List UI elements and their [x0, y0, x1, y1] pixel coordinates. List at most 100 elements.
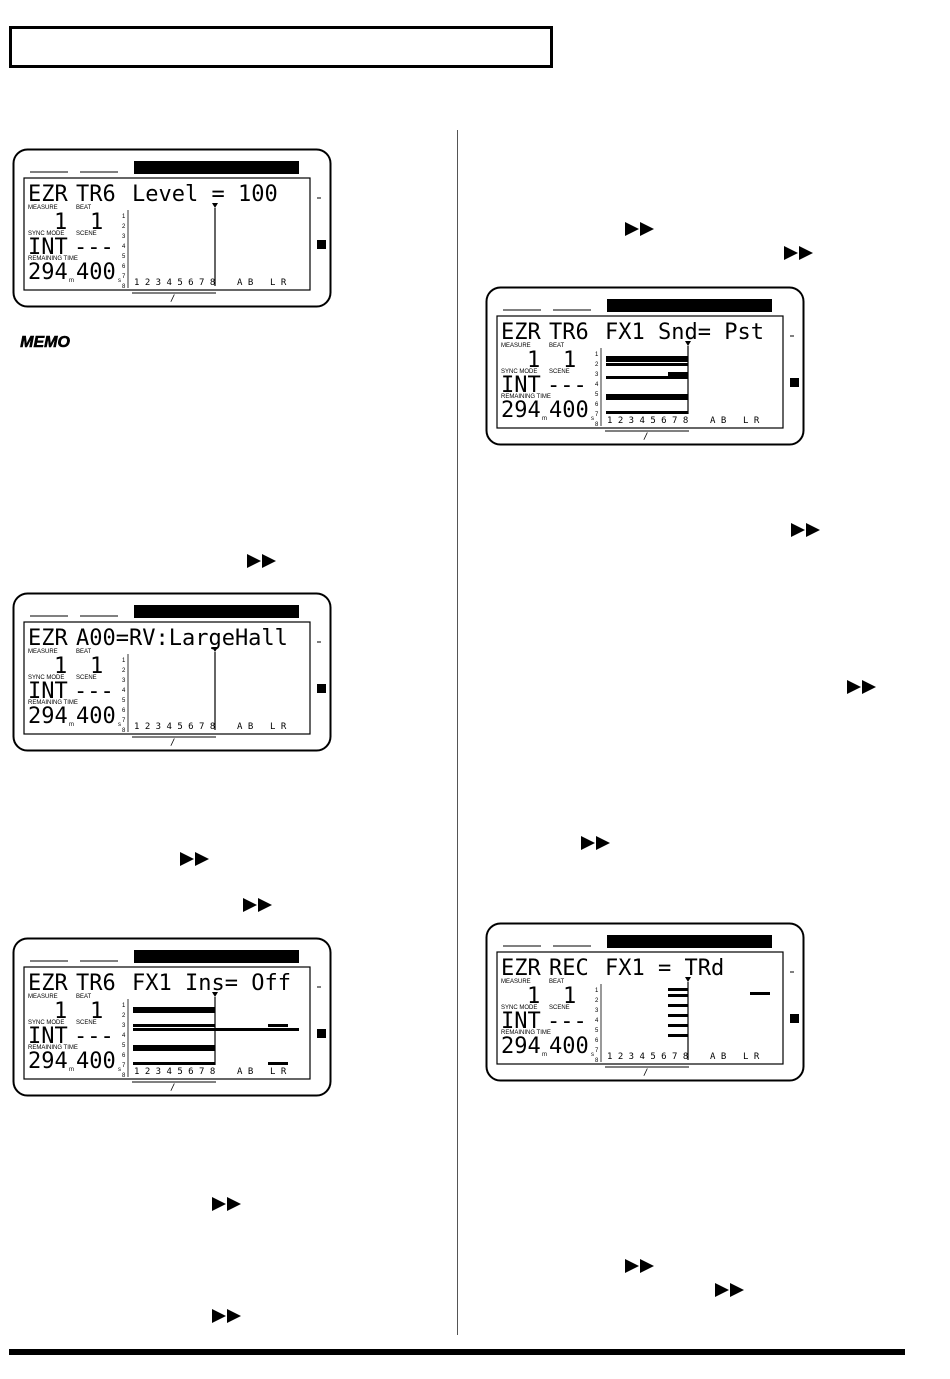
- lr-label: L R: [270, 722, 287, 732]
- row-number: 1: [595, 352, 599, 358]
- lcd-time-m: 400: [76, 260, 116, 285]
- row-number: 3: [122, 678, 126, 684]
- beat-label: BEAT: [76, 205, 92, 211]
- beat-label: BEAT: [76, 994, 92, 1000]
- lcd-sync: INT: [501, 1009, 541, 1034]
- beat-label: BEAT: [549, 343, 565, 349]
- lcd-name: EZR: [501, 956, 541, 981]
- forward-icon: [784, 246, 818, 260]
- row-number: 6: [595, 402, 599, 408]
- row-number: 1: [122, 214, 126, 220]
- measure-label: MEASURE: [501, 979, 531, 985]
- forward-icon: [180, 852, 214, 866]
- lcd-screen-send: EZR TR6 FX1 Snd= Pst MEASURE BEAT 1 1 SY…: [485, 286, 805, 446]
- row-number: 3: [595, 1008, 599, 1014]
- measure-label: MEASURE: [28, 649, 58, 655]
- measure-label: MEASURE: [28, 994, 58, 1000]
- lcd-param: FX1 Snd= Pst: [605, 320, 764, 345]
- remaining-time-label: REMAINING TIME: [28, 256, 78, 262]
- row-number: 3: [122, 234, 126, 240]
- ab-label: A B: [710, 1052, 726, 1062]
- scene-label: SCENE: [76, 1020, 97, 1026]
- slash-label: /: [643, 1068, 648, 1078]
- sync-mode-label: SYNC MODE: [28, 675, 64, 681]
- lcd-measure: 1: [527, 984, 540, 1009]
- memo-label: MEMO: [20, 334, 70, 351]
- lcd-name: EZR: [28, 182, 68, 207]
- lcd-param: FX1 = TRd: [605, 956, 724, 981]
- slash-label: /: [643, 432, 648, 442]
- lr-label: L R: [270, 278, 287, 288]
- row-number: 5: [595, 1028, 599, 1034]
- row-number: 5: [122, 698, 126, 704]
- sync-mode-label: SYNC MODE: [501, 1005, 537, 1011]
- lcd-track: TR6: [76, 971, 116, 996]
- lcd-beat: 1: [563, 984, 576, 1009]
- row-number: 4: [595, 382, 599, 388]
- lcd-sync: INT: [28, 679, 68, 704]
- lcd-time-m: 400: [549, 1034, 589, 1059]
- row-number: 2: [595, 998, 599, 1004]
- row-number: 2: [122, 224, 126, 230]
- row-number: 5: [122, 254, 126, 260]
- m-unit: m: [69, 722, 74, 728]
- lcd-screen-reverb: EZR A00=RV:LargeHall MEASURE BEAT 1 1 SY…: [12, 592, 332, 752]
- m-unit: m: [542, 1052, 547, 1058]
- level-meters: [606, 356, 688, 414]
- row-number: 3: [595, 372, 599, 378]
- remaining-time-label: REMAINING TIME: [501, 1030, 551, 1036]
- row-number: 4: [122, 688, 126, 694]
- lcd-time-m: 400: [549, 398, 589, 423]
- lcd-measure: 1: [54, 210, 67, 235]
- row-number: 6: [122, 708, 126, 714]
- lcd-track: TR6: [76, 182, 116, 207]
- beat-label: BEAT: [549, 979, 565, 985]
- row-number: 4: [122, 244, 126, 250]
- row-number: 5: [122, 1043, 126, 1049]
- row-number: 1: [122, 1003, 126, 1009]
- row-number: 7: [122, 718, 126, 724]
- lcd-beat: 1: [90, 654, 103, 679]
- sync-mode-label: SYNC MODE: [501, 369, 537, 375]
- level-meters: [668, 988, 770, 1037]
- lr-label: L R: [270, 1067, 287, 1077]
- row-number: 8: [595, 1058, 599, 1064]
- lcd-param: Level = 100: [132, 182, 278, 207]
- lcd-screen-level: EZR TR6 Level = 100 MEASURE BEAT 1 1 SYN…: [12, 148, 332, 308]
- row-number: 4: [595, 1018, 599, 1024]
- lcd-beat: 1: [563, 348, 576, 373]
- forward-icon: [247, 554, 281, 568]
- forward-icon: [243, 898, 277, 912]
- remaining-time-label: REMAINING TIME: [501, 394, 551, 400]
- lcd-measure: 1: [527, 348, 540, 373]
- lcd-time-main: 294: [28, 704, 68, 729]
- lcd-param: A00=RV:LargeHall: [76, 626, 288, 651]
- forward-icon: [212, 1309, 246, 1323]
- lcd-track: TR6: [549, 320, 589, 345]
- forward-icon: [715, 1283, 749, 1297]
- track-numbers: 1 2 3 4 5 6 7 8: [607, 416, 688, 426]
- ab-label: A B: [237, 722, 253, 732]
- lcd-screen-rec: EZR REC FX1 = TRd MEASURE BEAT 1 1 SYNC …: [485, 922, 805, 1082]
- row-number: 3: [122, 1023, 126, 1029]
- row-number: 8: [595, 422, 599, 428]
- lcd-scene: ---: [74, 235, 114, 260]
- lcd-screen-insert: EZR TR6 FX1 Ins= Off MEASURE BEAT 1 1 SY…: [12, 937, 332, 1097]
- lcd-time-m: 400: [76, 1049, 116, 1074]
- page-header-box: [9, 26, 553, 68]
- track-numbers: 1 2 3 4 5 6 7 8: [134, 1067, 215, 1077]
- row-number: 2: [122, 1013, 126, 1019]
- m-unit: m: [69, 278, 74, 284]
- slash-label: /: [170, 294, 175, 304]
- forward-icon: [847, 680, 881, 694]
- scene-label: SCENE: [76, 675, 97, 681]
- lcd-name: EZR: [28, 626, 68, 651]
- lcd-time-main: 294: [28, 260, 68, 285]
- lcd-track: REC: [549, 956, 589, 981]
- forward-icon: [791, 523, 825, 537]
- row-number: 8: [122, 1073, 126, 1079]
- lcd-name: EZR: [501, 320, 541, 345]
- lcd-beat: 1: [90, 210, 103, 235]
- memo-icon: MEMO: [16, 330, 74, 352]
- row-number: 7: [122, 274, 126, 280]
